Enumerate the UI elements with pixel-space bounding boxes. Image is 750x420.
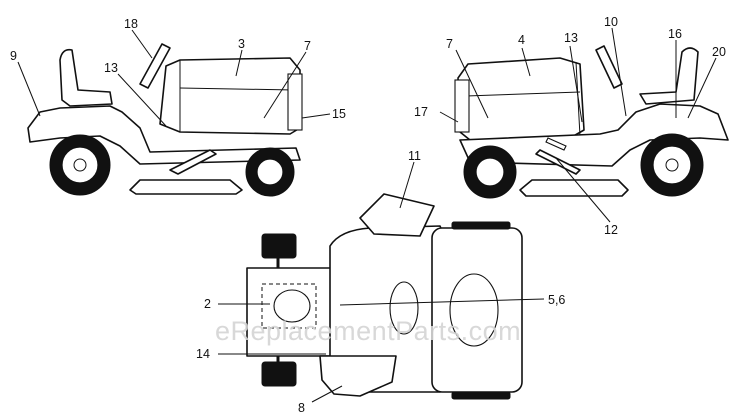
top-view [246, 193, 523, 400]
right-side-view [454, 45, 729, 199]
lever-right [545, 137, 567, 151]
callout-12: 12 [604, 223, 618, 237]
callout-10: 10 [604, 15, 618, 29]
leader-lines [17, 27, 717, 403]
grille-left [287, 73, 303, 131]
mower-deck-left [129, 179, 243, 195]
callout-15: 15 [332, 107, 346, 121]
left-side-view [27, 43, 303, 197]
front-wheel-top-a [261, 233, 297, 259]
hood-right [457, 57, 585, 141]
callout-14: 14 [196, 347, 210, 361]
callout-11: 11 [408, 149, 421, 163]
callout-7-right: 7 [446, 37, 453, 51]
callout-20: 20 [712, 45, 726, 59]
seat-top [449, 273, 499, 347]
callout-2: 2 [204, 297, 211, 311]
callout-4: 4 [518, 33, 525, 47]
body-right [459, 103, 729, 167]
callout-8: 8 [298, 401, 305, 415]
callout-13-right: 13 [564, 31, 578, 45]
mower-deck-top [319, 355, 397, 397]
callout-13-left: 13 [104, 61, 118, 75]
callout-17: 17 [414, 105, 428, 119]
callout-3: 3 [238, 37, 245, 51]
pedal-left [169, 149, 217, 175]
mower-deck-right [519, 179, 629, 197]
grille-right [454, 79, 470, 133]
front-wheel-top-b [261, 361, 297, 387]
seat-left [59, 48, 113, 107]
steering-wheel-left [139, 43, 171, 89]
discharge-chute [359, 193, 435, 237]
callout-9: 9 [10, 49, 17, 63]
seat-right [639, 47, 699, 105]
callout-7-left: 7 [304, 39, 311, 53]
watermark-text: eReplacementParts.com [215, 316, 521, 346]
hood-left [159, 57, 301, 135]
callout-5-6: 5,6 [548, 293, 565, 307]
steering-wheel-right [595, 45, 623, 89]
callout-labels: 9 18 3 7 13 15 7 4 13 10 16 20 17 11 12 … [10, 15, 726, 415]
pedal-right [535, 149, 581, 175]
callout-18: 18 [124, 17, 138, 31]
steering-column-top [389, 281, 419, 335]
callout-16: 16 [668, 27, 682, 41]
